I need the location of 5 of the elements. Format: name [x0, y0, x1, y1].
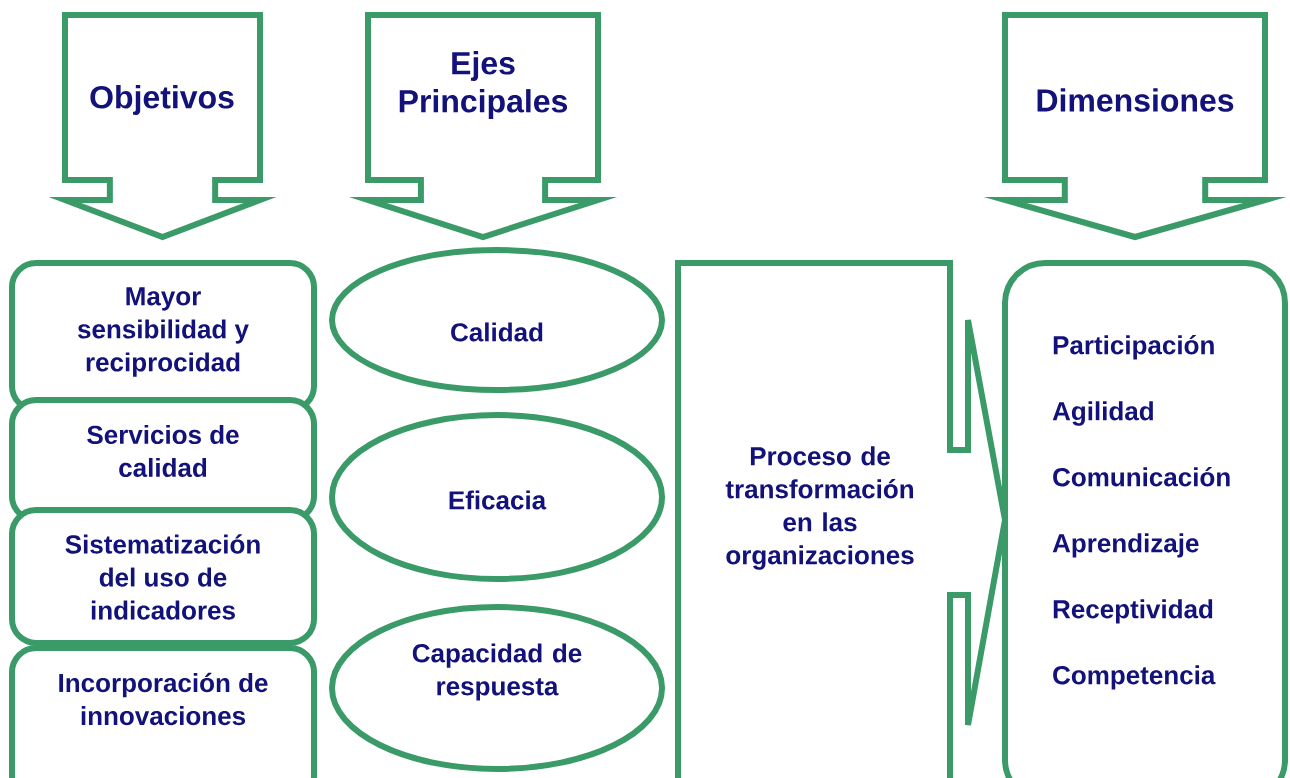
- rounded-box: Participación Agilidad Comunicación Aprendizaje Receptividad Competencia: [1002, 260, 1288, 778]
- rounded-box: Mayor sensibilidad y reciprocidad: [9, 260, 317, 413]
- rounded-box: Servicios de calidad: [9, 397, 317, 523]
- rounded-box: Incorporación de innovaciones: [9, 645, 317, 778]
- rounded-box: Sistematización del uso de indicadores: [9, 507, 317, 646]
